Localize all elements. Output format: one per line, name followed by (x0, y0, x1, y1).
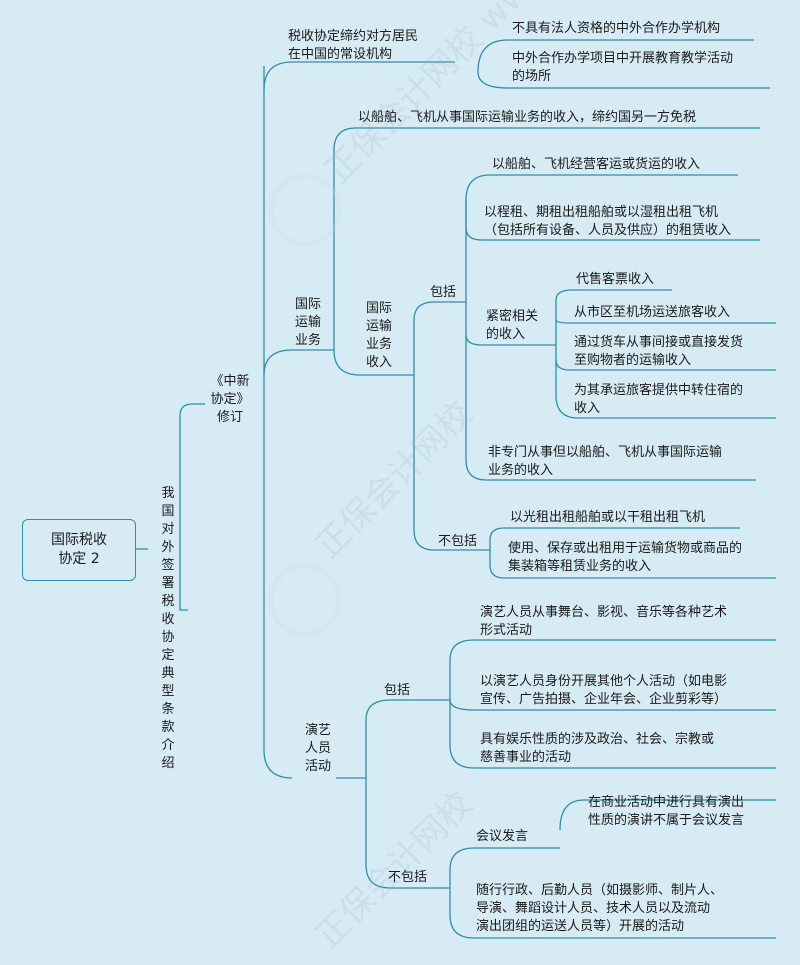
branch-related (465, 334, 556, 346)
branch-resident-item2 (477, 71, 770, 89)
branch-related-item2 (555, 319, 776, 324)
meeting-item: 在商业活动中进行具有演出 性质的演讲不属于会议发言 (588, 795, 745, 828)
resident-item-1: 不具有法人资格的中外合作办学机构 (512, 21, 721, 36)
exclude-label: 不包括 (438, 534, 478, 549)
branch-transport-exempt (333, 127, 760, 151)
level2-label: 《中新 协定》 修订 (210, 374, 250, 425)
related-label: 紧密相关 的收入 (486, 309, 539, 342)
include-item-1: 以船舶、飞机经营客运或货运的收入 (492, 157, 701, 172)
resident-label: 税收协定缔约对方居民 在中国的常设机构 (288, 29, 419, 62)
transport-exempt: 以船舶、飞机从事国际运输业务的收入，缔约国另一方免税 (358, 110, 697, 125)
bracket-perf-include (449, 660, 776, 769)
include-label: 包括 (430, 285, 457, 300)
bracket-include (465, 200, 756, 481)
branch-perf-include-item1 (449, 639, 776, 661)
performer-label: 演艺 人员 活动 (304, 723, 331, 774)
staff-item: 随行行政、后勤人员（如摄影师、制片人、 导演、舞蹈设计人员、技术人员以及流动 演… (476, 883, 724, 934)
bracket-income (413, 320, 490, 551)
perf-include-item-3: 具有娱乐性质的涉及政治、社会、宗教或 慈善事业的活动 (480, 732, 715, 765)
branch-meeting (449, 847, 560, 871)
include-item-2: 以程租、期租出租船舶或以湿租出租飞机 （包括所有设备、人员及供应）的租赁收入 (484, 205, 732, 238)
related-item-1: 代售客票收入 (576, 272, 655, 287)
branch-exclude-item1 (489, 527, 740, 550)
branch-resident (263, 61, 455, 91)
branch-exclude-item2 (489, 550, 776, 579)
level1-label: 我国对外签署税收协定典型条款介绍 (161, 486, 175, 771)
exclude-item-1: 以光租出租船舶或以干租出租飞机 (510, 510, 706, 525)
branch-resident-item1 (477, 39, 754, 73)
perf-include-item-1: 演艺人员从事舞台、影视、音乐等各种艺术 形式活动 (480, 605, 728, 638)
perf-include-item-2: 以演艺人员身份开展其他个人活动（如电影 宣传、广告拍摄、企业年会、企业剪彩等） (480, 674, 728, 707)
branch-perf-include (365, 699, 450, 721)
branch-include-item1 (465, 174, 738, 201)
meeting-label: 会议发言 (476, 829, 529, 844)
perf-exclude-label: 不包括 (388, 870, 428, 885)
branch-include-item2 (465, 200, 760, 241)
root-label: 国际税收 协定 2 (51, 532, 107, 567)
bracket-performer (365, 720, 450, 889)
transport-label: 国际 运输 业务 (294, 297, 321, 348)
related-item-2: 从市区至机场运送旅客收入 (574, 305, 731, 320)
bracket-level2 (263, 66, 293, 779)
perf-include-label: 包括 (384, 683, 411, 698)
branch-perf-include-item2 (449, 699, 776, 711)
branch-related-item3 (555, 359, 776, 371)
branch-related-item1 (555, 289, 672, 301)
branch-transport (263, 349, 334, 376)
branch-include (413, 301, 466, 321)
resident-item-2: 中外合作办学项目中开展教育教学活动 的场所 (512, 51, 734, 84)
exclude-item-2: 使用、保存或出租用于运输货物或商品的 集装箱等租赁业务的收入 (508, 541, 743, 574)
bracket-transport (333, 150, 414, 376)
related-item-3: 通过货车从事间接或直接发货 至购物者的运输收入 (574, 335, 744, 368)
include-item-3: 非专门从事但以船舶、飞机从事国际运输 业务的收入 (488, 445, 723, 478)
connector-level1 (179, 403, 205, 611)
bracket-perf-exclude (449, 870, 776, 939)
root-node: 国际税收 协定 2 (22, 519, 136, 581)
income-label: 国际 运输 业务 收入 (365, 301, 392, 370)
bracket-related (555, 300, 776, 419)
related-item-4: 为其承运旅客提供中转住宿的 收入 (574, 383, 744, 416)
branch-meeting-item (559, 799, 776, 831)
